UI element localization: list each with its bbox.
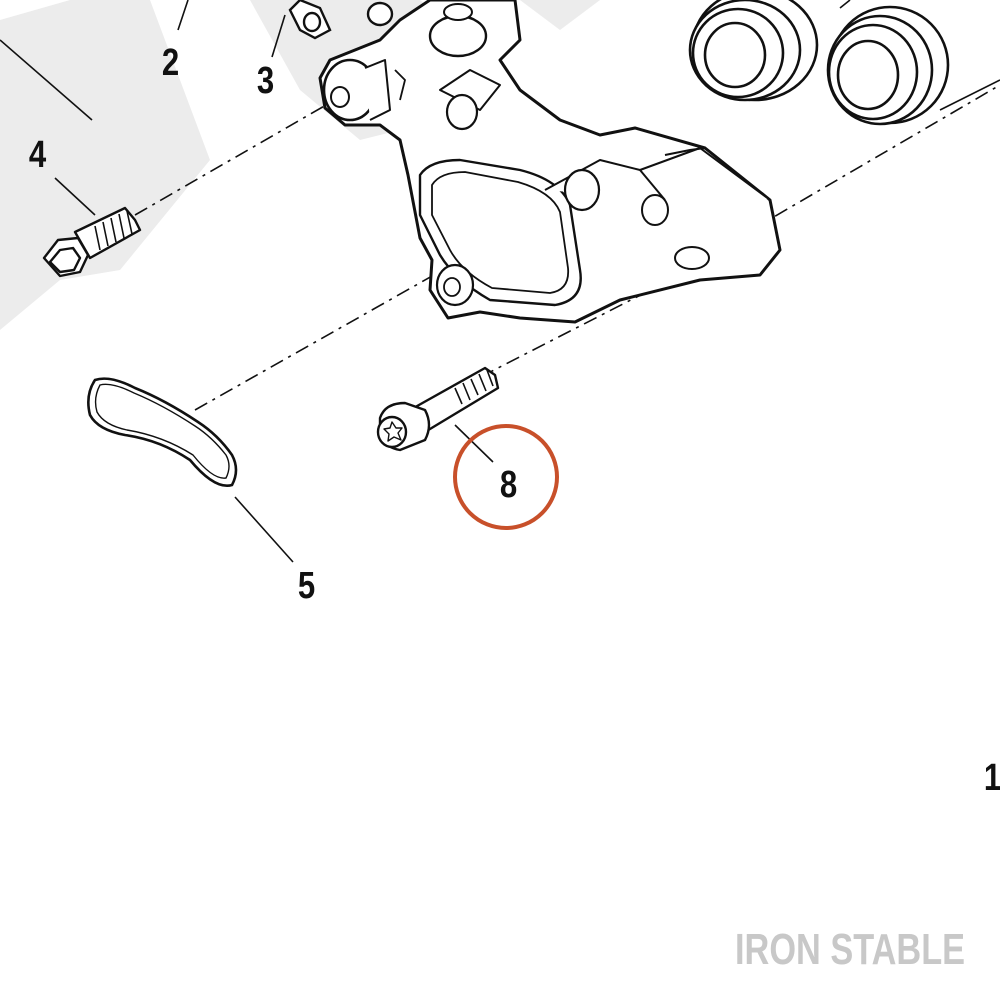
brand-watermark: IRON STABLE xyxy=(735,925,966,974)
callout-3: 3 xyxy=(256,60,275,102)
flange-bolt-part-4 xyxy=(42,206,142,278)
callout-8: 8 xyxy=(499,464,518,506)
torx-bolt-part-8 xyxy=(376,366,500,452)
fitting-part-3 xyxy=(288,0,394,40)
leader-lines xyxy=(0,0,1000,563)
piston-left xyxy=(688,0,819,102)
callout-4: 4 xyxy=(28,134,47,176)
callout-5: 5 xyxy=(297,565,316,607)
piston-right xyxy=(826,5,950,126)
highlight-circle-part-8 xyxy=(453,424,559,530)
caliper-body xyxy=(318,0,782,324)
callout-2: 2 xyxy=(161,42,180,84)
seal-ring-part-5 xyxy=(87,377,238,487)
callout-1: 1 xyxy=(983,757,1000,799)
